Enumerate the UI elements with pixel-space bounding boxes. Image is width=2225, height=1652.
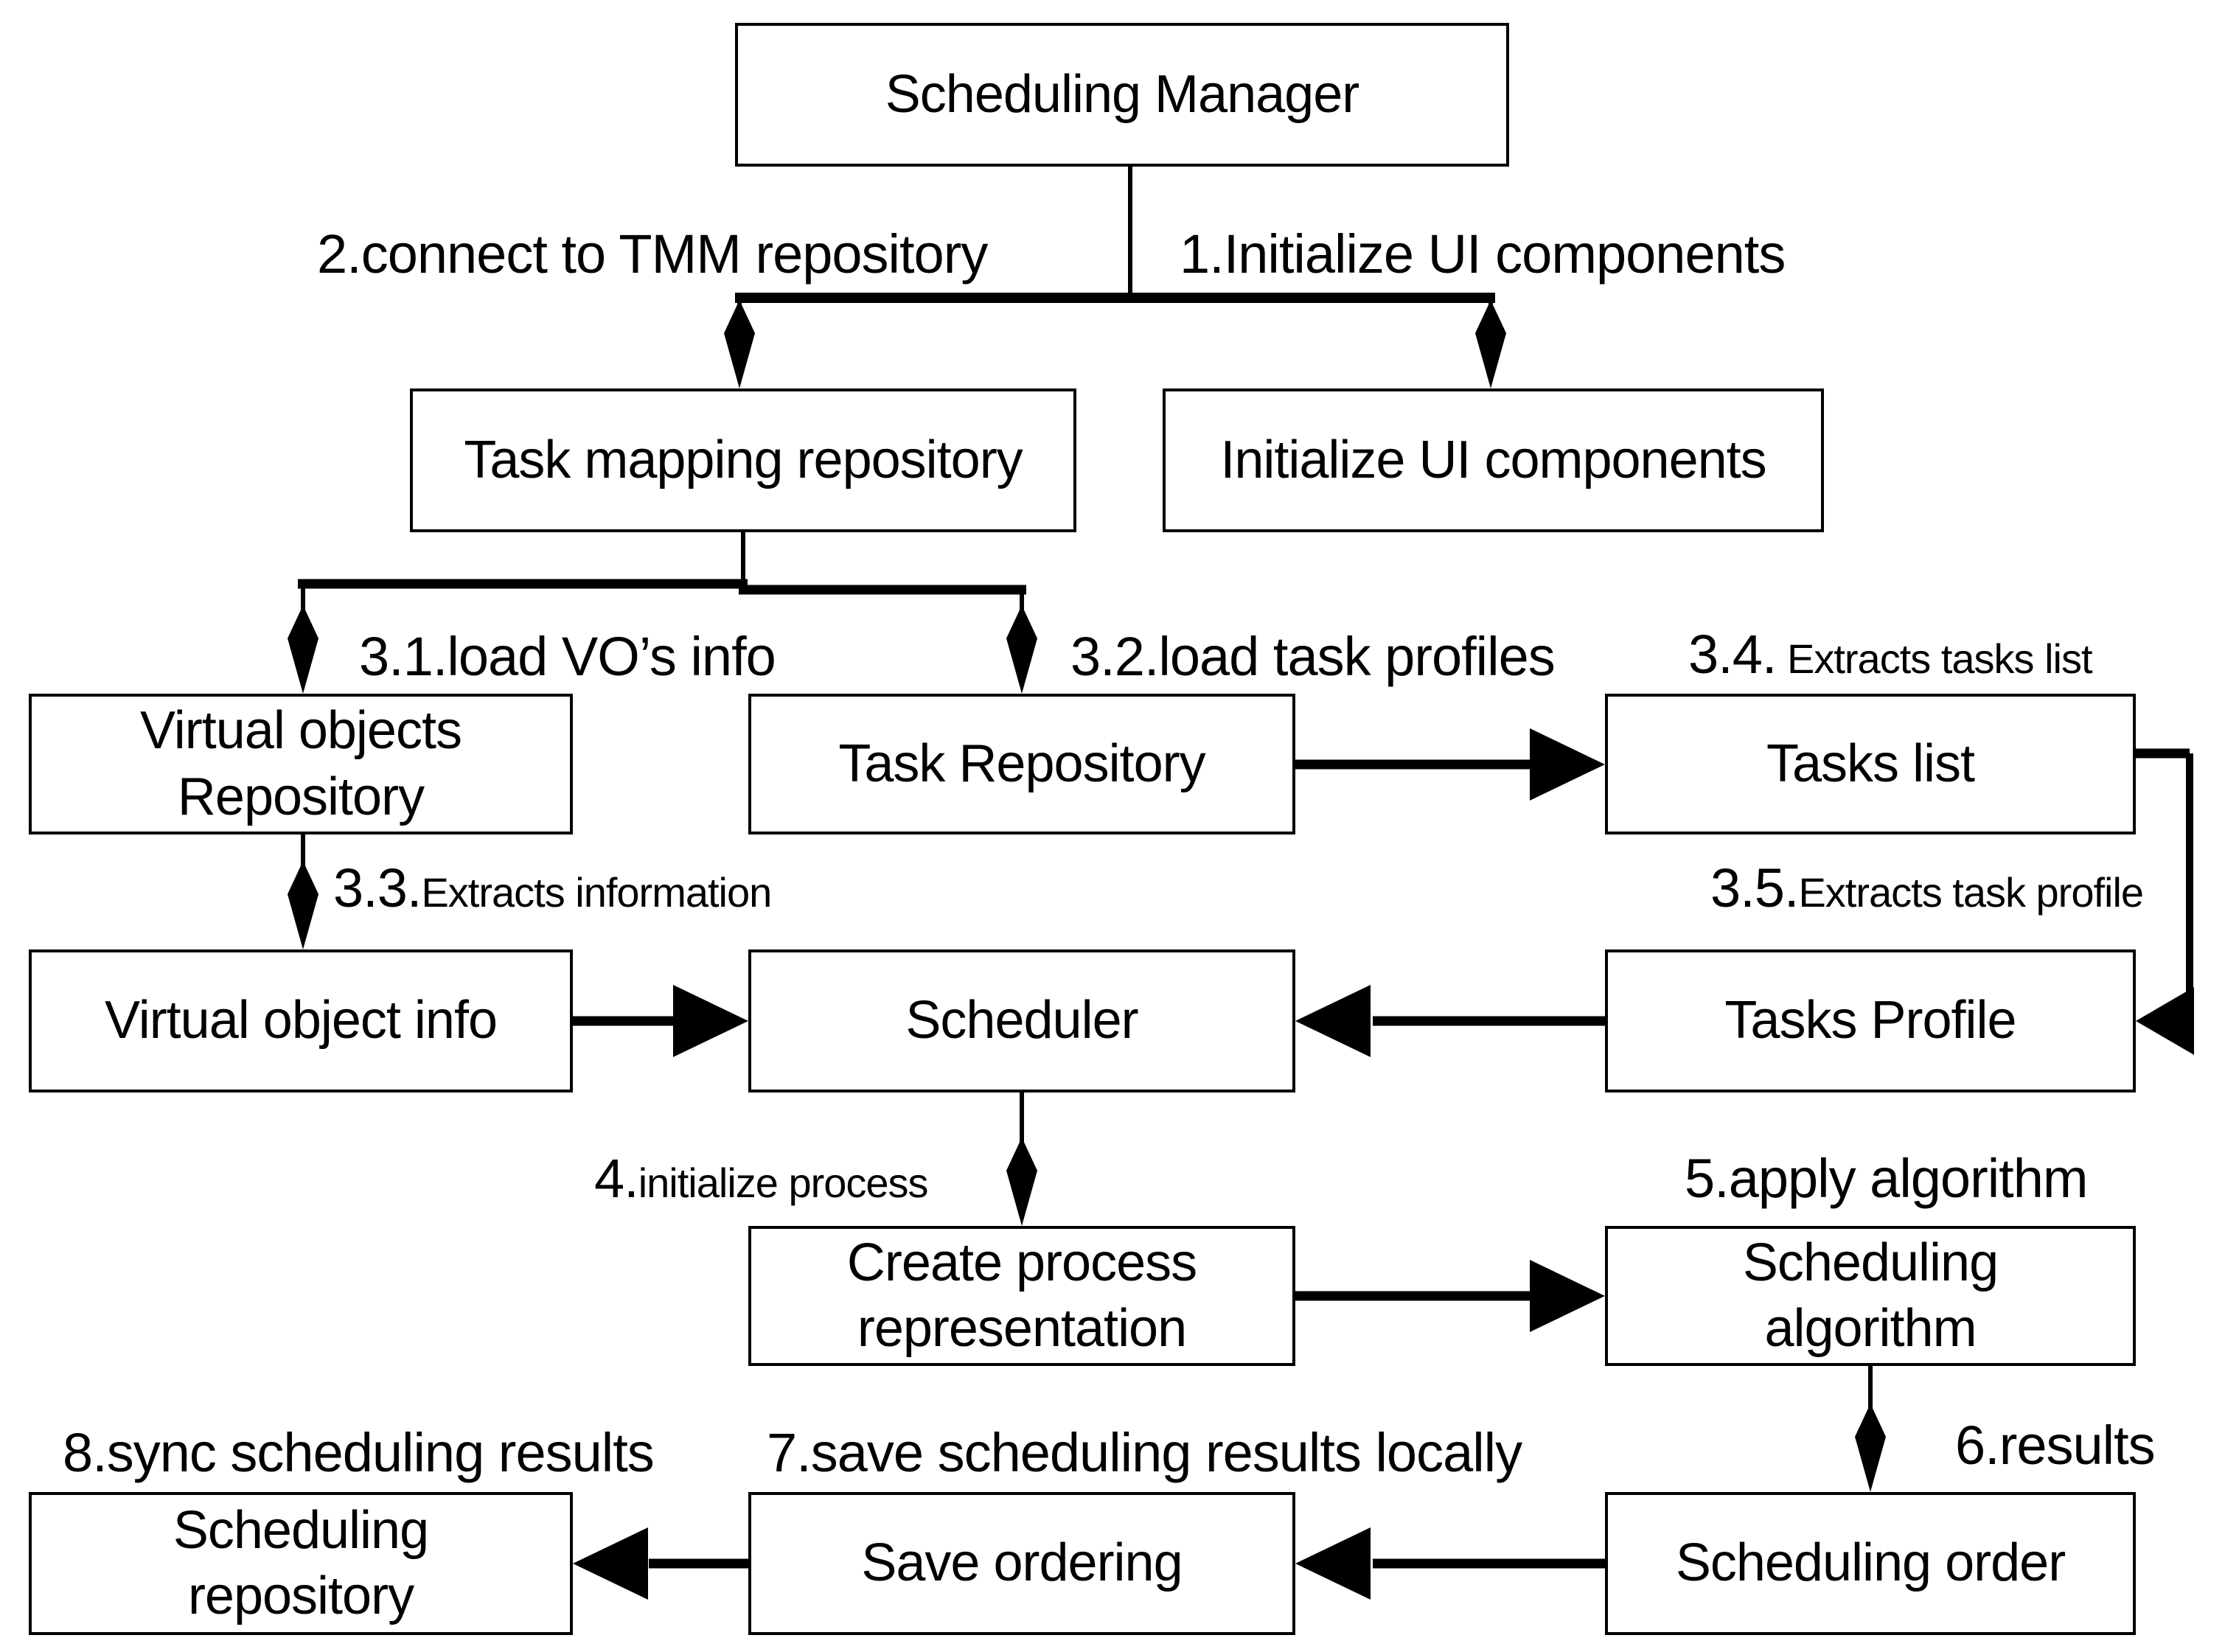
node-label: Scheduling order bbox=[1675, 1533, 2066, 1593]
node-label-line2: algorithm bbox=[1764, 1299, 1977, 1358]
arrowhead-down-init-ui bbox=[1475, 300, 1506, 388]
node-label: Tasks Profile bbox=[1724, 991, 2016, 1050]
step-number: 4. bbox=[594, 1148, 639, 1209]
step-text: 3.1.load VO’s info bbox=[359, 626, 776, 687]
node-label: Save ordering bbox=[861, 1533, 1183, 1593]
node-task-mapping-repository: Task mapping repository bbox=[410, 388, 1076, 532]
node-task-repository: Task Repository bbox=[748, 694, 1295, 834]
node-scheduling-order: Scheduling order bbox=[1605, 1492, 2136, 1635]
node-label: Scheduler bbox=[905, 991, 1138, 1050]
node-label: Task mapping repository bbox=[464, 430, 1023, 489]
step-text: 2.connect to TMM repository bbox=[317, 223, 988, 285]
arrowhead-down-voi bbox=[288, 861, 318, 949]
step-text: 8.sync scheduling results bbox=[63, 1422, 655, 1483]
node-scheduler: Scheduler bbox=[748, 949, 1295, 1092]
node-label-line1: Create process bbox=[846, 1233, 1197, 1292]
node-create-process-representation: Create process representation bbox=[748, 1226, 1295, 1366]
node-initialize-ui-components: Initialize UI components bbox=[1163, 388, 1824, 532]
arrowhead-down-vor bbox=[288, 605, 318, 694]
step-text: 7.save scheduling results locally bbox=[767, 1422, 1522, 1483]
edge-label-step4: 4.initialize process bbox=[594, 1147, 929, 1210]
node-scheduling-repository: Scheduling repository bbox=[29, 1492, 573, 1635]
step-text: 3.2.load task profiles bbox=[1070, 626, 1556, 687]
node-label-line2: representation bbox=[857, 1299, 1187, 1358]
node-label-line1: Virtual objects bbox=[140, 701, 462, 761]
node-label: Scheduling Manager bbox=[885, 64, 1359, 124]
node-label: Initialize UI components bbox=[1220, 430, 1766, 489]
node-label-line2: repository bbox=[187, 1566, 414, 1625]
edge-label-step7: 7.save scheduling results locally bbox=[767, 1421, 1522, 1484]
arrowhead-down-order bbox=[1855, 1404, 1886, 1492]
edge-label-step3-2: 3.2.load task profiles bbox=[1070, 625, 1556, 688]
arrowhead-down-task-repo bbox=[1006, 605, 1037, 694]
step-number: 3.5. bbox=[1710, 857, 1799, 919]
node-tasks-list: Tasks list bbox=[1605, 694, 2136, 834]
arrowhead-down-task-mapping bbox=[724, 300, 755, 388]
edge-label-step5: 5.apply algorithm bbox=[1685, 1147, 2089, 1210]
arrowhead-left-sched-repo bbox=[573, 1527, 648, 1600]
arrowhead-left-save-ordering bbox=[1295, 1527, 1371, 1600]
node-virtual-object-info: Virtual object info bbox=[29, 949, 573, 1092]
edge-label-step2: 2.connect to TMM repository bbox=[317, 223, 988, 285]
node-label: Virtual object info bbox=[104, 991, 498, 1050]
step-text: 1.Initialize UI components bbox=[1180, 223, 1786, 285]
step-text: 6.results bbox=[1955, 1415, 2156, 1476]
edge-label-step6: 6.results bbox=[1955, 1414, 2156, 1477]
node-label: Tasks list bbox=[1766, 733, 1975, 793]
node-label-line1: Scheduling bbox=[1742, 1233, 1999, 1292]
arrowhead-down-create-process bbox=[1006, 1137, 1037, 1226]
node-label-line2: Repository bbox=[177, 767, 425, 826]
edge-label-step3-3: 3.3.Extracts information bbox=[333, 857, 772, 919]
step-text: initialize process bbox=[638, 1160, 929, 1206]
arrowhead-right-scheduler bbox=[673, 985, 748, 1057]
step-text: Extracts tasks list bbox=[1776, 635, 2093, 682]
arrowhead-left-scheduler bbox=[1295, 985, 1371, 1057]
step-number: 3.3. bbox=[333, 857, 422, 919]
edge-label-step3-1: 3.1.load VO’s info bbox=[359, 625, 776, 688]
node-label-line1: Scheduling bbox=[173, 1500, 429, 1560]
node-scheduling-manager: Scheduling Manager bbox=[735, 23, 1509, 167]
node-save-ordering: Save ordering bbox=[748, 1492, 1295, 1635]
edge-label-step1: 1.Initialize UI components bbox=[1180, 223, 1786, 285]
arrowhead-right-algorithm bbox=[1530, 1260, 1605, 1332]
step-text: 5.apply algorithm bbox=[1685, 1148, 2089, 1209]
edge-label-step8: 8.sync scheduling results bbox=[63, 1421, 655, 1484]
step-text: Extracts task profile bbox=[1798, 869, 2144, 916]
node-virtual-objects-repository: Virtual objects Repository bbox=[29, 694, 573, 834]
edge-label-step3-5: 3.5.Extracts task profile bbox=[1710, 857, 2144, 919]
node-tasks-profile: Tasks Profile bbox=[1605, 949, 2136, 1092]
step-text: Extracts information bbox=[421, 869, 772, 916]
step-number: 3.4. bbox=[1688, 624, 1777, 685]
arrowhead-right-tasks-list bbox=[1530, 728, 1605, 801]
edge-label-step3-4: 3.4. Extracts tasks list bbox=[1688, 623, 2093, 686]
arrowhead-left-tasks-profile bbox=[2136, 987, 2194, 1055]
node-label: Task Repository bbox=[838, 733, 1205, 793]
node-scheduling-algorithm: Scheduling algorithm bbox=[1605, 1226, 2136, 1366]
